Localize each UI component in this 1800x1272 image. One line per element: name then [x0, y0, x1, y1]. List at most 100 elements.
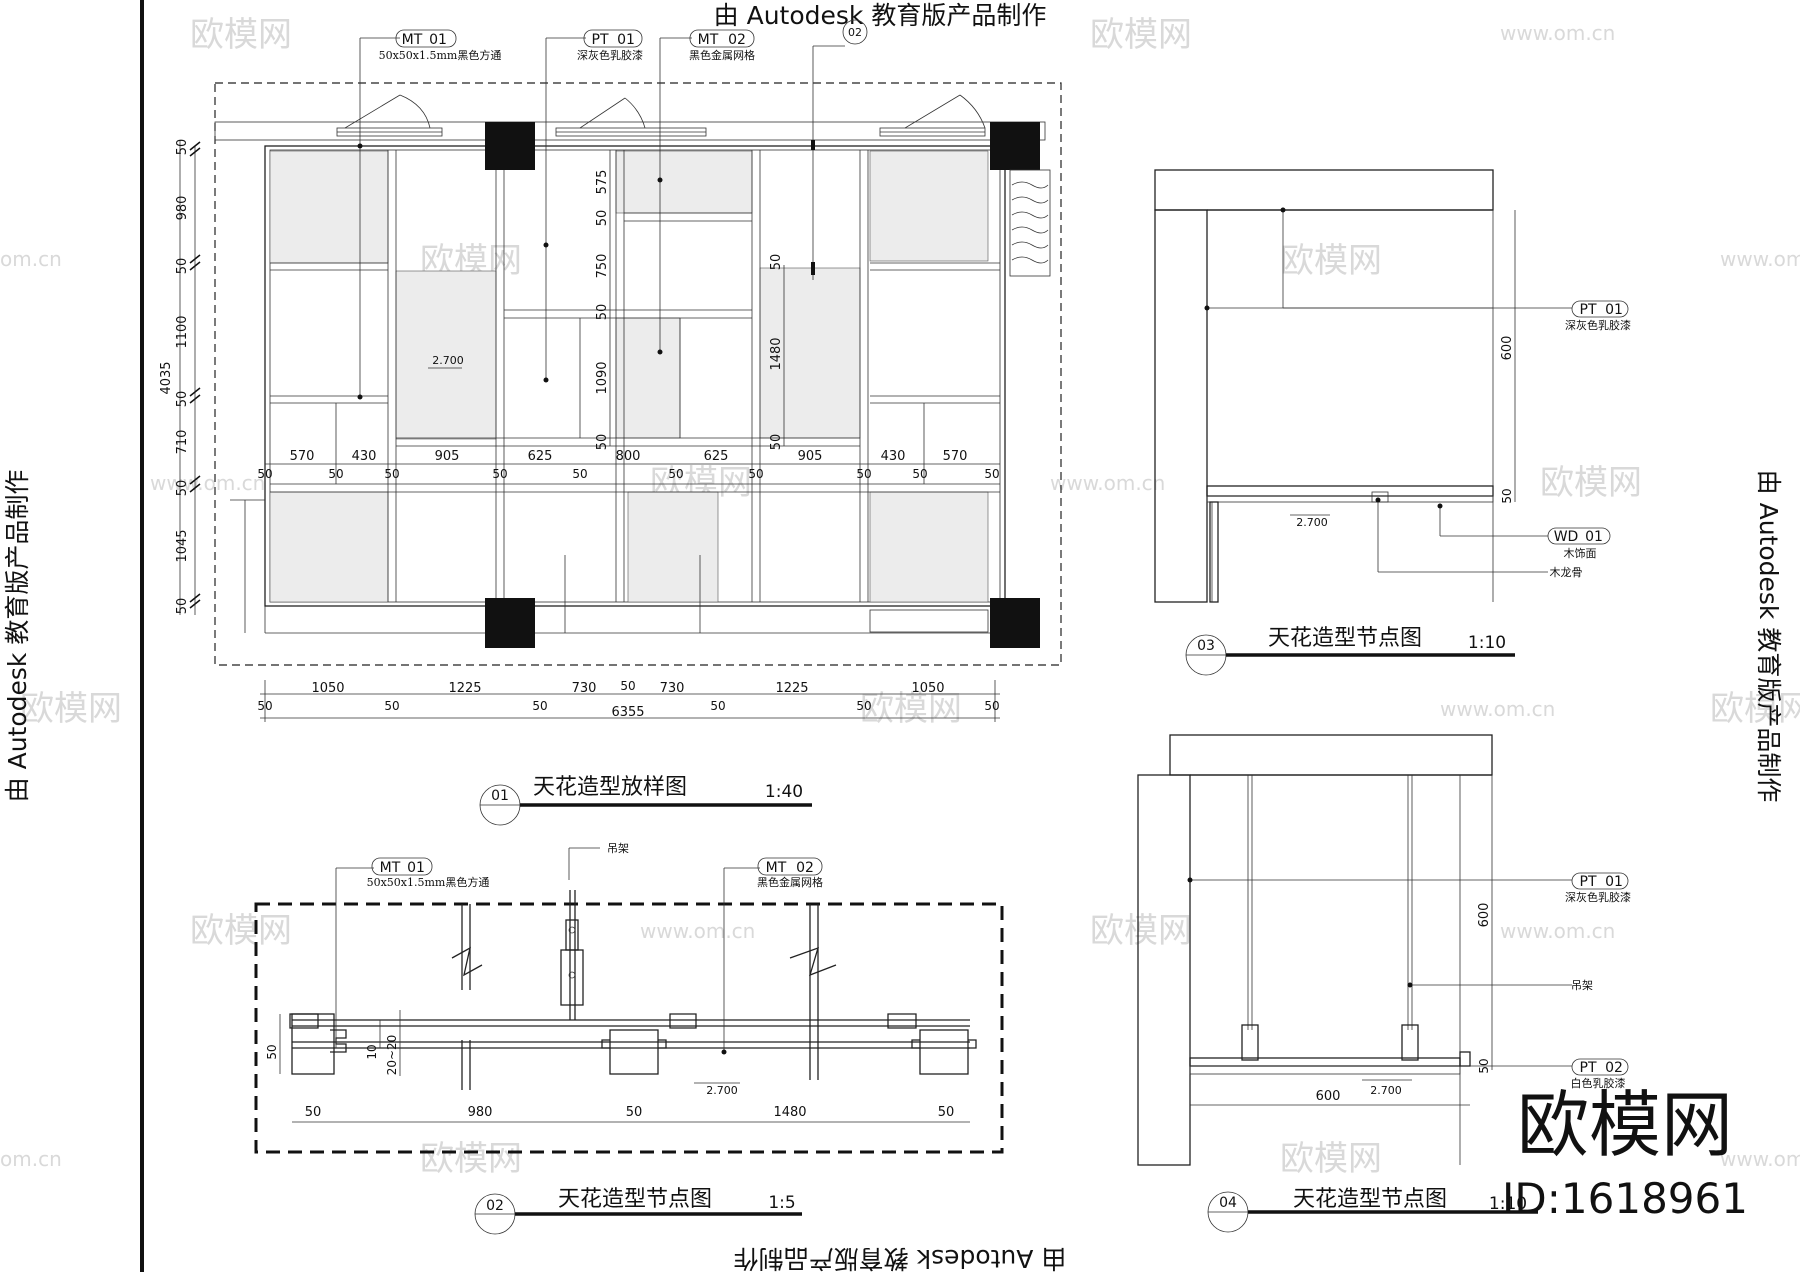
concrete-slab [1154, 169, 1494, 211]
drawing-02-section: 吊架 MT 01 50x50x1.5mm黑色方通 MT 02 黑色金属网格 2.… [254, 842, 1004, 1235]
dim-text: 1480 [773, 1105, 806, 1120]
tag-number: 02 [728, 32, 746, 48]
dim-text: 1480 [769, 337, 784, 370]
plan-boundary [214, 82, 1062, 666]
break-lines [451, 904, 837, 1090]
dim-text: 50 [384, 467, 399, 481]
dim-total-horizontal: 6355 [611, 705, 644, 720]
dim-text: 1225 [775, 681, 808, 696]
dim-text: 50 [175, 480, 190, 497]
watermark-brand: 欧模网 [190, 911, 292, 951]
detail-boundary [254, 902, 1004, 1154]
watermark-brand: 欧模网 [420, 1139, 522, 1179]
frame-grid [230, 150, 1005, 634]
tag-number: 01 [1605, 302, 1623, 318]
dim-text: 600 [1477, 903, 1492, 928]
tag-number: 01 [429, 32, 447, 48]
tag-code: WD [1554, 529, 1579, 545]
tag-desc: 深灰色乳胶漆 [1565, 318, 1631, 332]
drawing-title: 天花造型节点图 [1293, 1187, 1447, 1212]
watermark-brand: 欧模网 [190, 15, 292, 55]
drawing-04-section: 吊架 600 50 600 PT 01 深灰色乳胶漆 PT 02 白色乳胶漆 2… [1137, 734, 1631, 1233]
dim-text: 570 [290, 449, 315, 464]
tag-mt02 [689, 29, 755, 48]
tag-pt01 [1571, 300, 1629, 318]
tag-code: MT [380, 860, 401, 876]
dim-text: 1100 [175, 315, 190, 348]
dim-text: 50 [748, 467, 763, 481]
dim-text: 730 [572, 681, 597, 696]
dim-text: 50 [984, 699, 999, 713]
dim-text: 50 [492, 467, 507, 481]
wall [1154, 209, 1208, 603]
drawing-title: 天花造型节点图 [558, 1187, 712, 1212]
dim-text: 1050 [911, 681, 944, 696]
watermark-brand: 欧模网 [1540, 463, 1642, 503]
plan-dims-row: 570 430 905 625 800 625 905 430 570 50 5… [257, 449, 1000, 481]
id-label: ID:1618961 [1502, 1174, 1748, 1223]
watermark-url: www.om.cn [1500, 21, 1615, 45]
dim-text: 575 [595, 170, 610, 195]
watermark-url: om.cn [0, 1147, 62, 1171]
dim-text: 625 [704, 449, 729, 464]
watermark-url: www.om.cn [1050, 471, 1165, 495]
column [485, 122, 535, 170]
mesh-panels [269, 150, 989, 603]
edu-stamp-left: 由 Autodesk 教育版产品制作 [3, 470, 32, 803]
dim-text: 905 [798, 449, 823, 464]
tag-number: 01 [407, 860, 425, 876]
dim-text: 750 [595, 254, 610, 279]
watermark-url: www.om.cn [150, 471, 265, 495]
stone-strip [869, 609, 989, 633]
drawing-scale: 1:10 [1468, 633, 1506, 653]
plan-material-tags: MT 01 50x50x1.5mm黑色方通 PT 01 深灰色乳胶漆 MT 02… [357, 29, 755, 400]
dim-text: 20~20 [385, 1035, 399, 1076]
tag-desc: 白色乳胶漆 [1571, 1076, 1626, 1090]
tag-code: PT [1580, 302, 1597, 318]
tag-desc: 深灰色乳胶漆 [577, 48, 643, 62]
dim-text: 50 [769, 434, 784, 451]
drawing-title: 天花造型节点图 [1268, 626, 1422, 651]
drawing-number: 03 [1197, 638, 1215, 654]
tag-code: MT [698, 32, 719, 48]
dim-text: 50 [984, 467, 999, 481]
plan-dims-mid: 575 50 750 50 1090 50 1480 50 50 [595, 150, 785, 451]
drawing-01-plan: 02 MT 01 50x50x1.5mm黑色方通 PT 01 深灰色乳胶漆 [159, 19, 1062, 826]
drawing-scale: 1:10 [1489, 1194, 1527, 1214]
window-openings [336, 94, 986, 137]
plan-dims-left: 50 980 50 1100 50 710 50 1045 50 4035 [159, 139, 201, 615]
watermark-url: om.cn [0, 247, 62, 271]
hanger-clip [1401, 1024, 1419, 1061]
dim-text: 10 [365, 1044, 379, 1059]
tag-code: PT [592, 32, 609, 48]
dim-text: 50 [175, 139, 190, 156]
level-mark: 2.700 [432, 354, 464, 367]
dim-text: 50 [668, 467, 683, 481]
hanger-clip [1241, 1024, 1259, 1061]
drawing-03-section: 600 50 PT 01 深灰色乳胶漆 WD 01 木饰面 木龙骨 2.700 … [1154, 169, 1631, 676]
dim-text: 1225 [448, 681, 481, 696]
watermark-url: www.om.cn [1720, 1147, 1800, 1171]
edu-stamp-top: 由 Autodesk 教育版产品制作 [714, 1, 1047, 30]
tag-number: 01 [1605, 874, 1623, 890]
tag-desc: 黑色金属网格 [689, 48, 755, 62]
watermark-brand: 欧模网 [1280, 241, 1382, 281]
tag-code: PT [1580, 874, 1597, 890]
tag-code: MT [766, 860, 787, 876]
dim-text: 50 [856, 467, 871, 481]
tag-mt01 [395, 29, 457, 48]
tag-mt01 [371, 857, 433, 876]
hanger-label: 吊架 [607, 842, 629, 855]
dim-text: 50 [595, 210, 610, 227]
plan-top-beam [214, 121, 1046, 141]
ceiling-outline [264, 145, 1006, 607]
tag-wd01 [1547, 527, 1611, 545]
drawing-number: 04 [1219, 1195, 1237, 1211]
tag-pt02 [1571, 1058, 1629, 1076]
level-mark: 2.700 [1296, 516, 1328, 529]
dim-text: 710 [175, 430, 190, 455]
column [485, 598, 535, 648]
dim-text: 430 [352, 449, 377, 464]
tag-code: MT [402, 32, 423, 48]
dim-text: 50 [175, 258, 190, 275]
